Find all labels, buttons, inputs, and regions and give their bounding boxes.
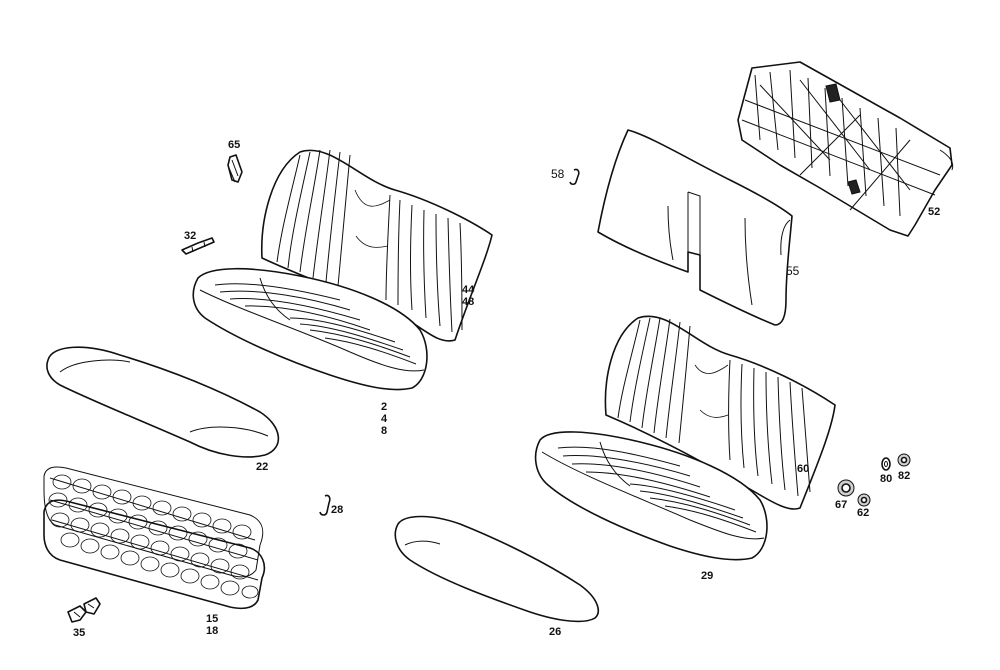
label-part-28: 28 (331, 504, 344, 516)
label-part-2-4-8: 2 4 8 (381, 401, 387, 437)
label-part-65: 65 (228, 139, 241, 151)
part-65-clip (227, 154, 243, 183)
label-part-32: 32 (184, 230, 197, 242)
part-82-washer (897, 453, 911, 467)
label-part-67: 67 (835, 499, 848, 511)
part-44-48-backrest-left (260, 149, 493, 342)
label-part-80: 80 (880, 473, 893, 485)
part-52-backrest-frame (737, 61, 954, 237)
label-part-58: 58 (551, 167, 565, 181)
label-part-4: 4 (381, 413, 388, 425)
label-part-8: 8 (381, 425, 388, 437)
label-part-55: 55 (786, 264, 800, 278)
part-58-hook (569, 168, 580, 186)
part-26-seat-pad-right (394, 515, 599, 623)
part-62-grommet (857, 493, 871, 507)
part-80-washer (881, 457, 891, 471)
label-part-2: 2 (381, 401, 388, 413)
label-part-62: 62 (857, 507, 870, 519)
part-29-seat-right (534, 431, 768, 561)
label-part-18: 18 (206, 625, 219, 637)
part-28-hook (319, 494, 331, 516)
label-part-15-18: 15 18 (206, 613, 218, 637)
part-67-grommet (837, 479, 855, 497)
label-part-15: 15 (206, 613, 219, 625)
label-part-60: 60 (797, 463, 810, 475)
part-60-backrest-right (604, 315, 836, 510)
label-part-48: 48 (462, 296, 475, 308)
part-32-bracket (181, 237, 215, 255)
label-part-35: 35 (73, 627, 86, 639)
label-part-82: 82 (898, 470, 911, 482)
part-15-18-spring-frame (43, 466, 266, 610)
label-part-52: 52 (928, 206, 941, 218)
label-part-22: 22 (256, 461, 269, 473)
part-35-bracket (67, 597, 101, 623)
label-part-44-48: 44 48 (462, 284, 474, 308)
label-part-29: 29 (701, 570, 714, 582)
part-22-seat-pad (46, 346, 280, 458)
label-part-44: 44 (462, 284, 475, 296)
part-2-4-8-seat-left (192, 267, 428, 391)
label-part-26: 26 (549, 626, 562, 638)
part-55-backrest-cover (597, 129, 793, 326)
